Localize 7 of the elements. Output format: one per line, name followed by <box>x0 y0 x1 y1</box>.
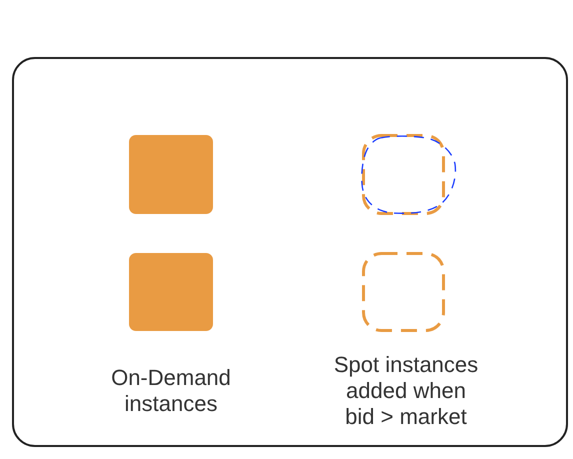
instance-square <box>129 253 213 331</box>
container-frame <box>12 57 568 447</box>
dashed-instance-square <box>362 134 445 215</box>
column-label: Spot instances added when bid > market <box>332 352 480 430</box>
dashed-instance-square <box>362 252 445 332</box>
instance-square <box>129 135 213 214</box>
column-label: On-Demand instances <box>110 365 232 417</box>
